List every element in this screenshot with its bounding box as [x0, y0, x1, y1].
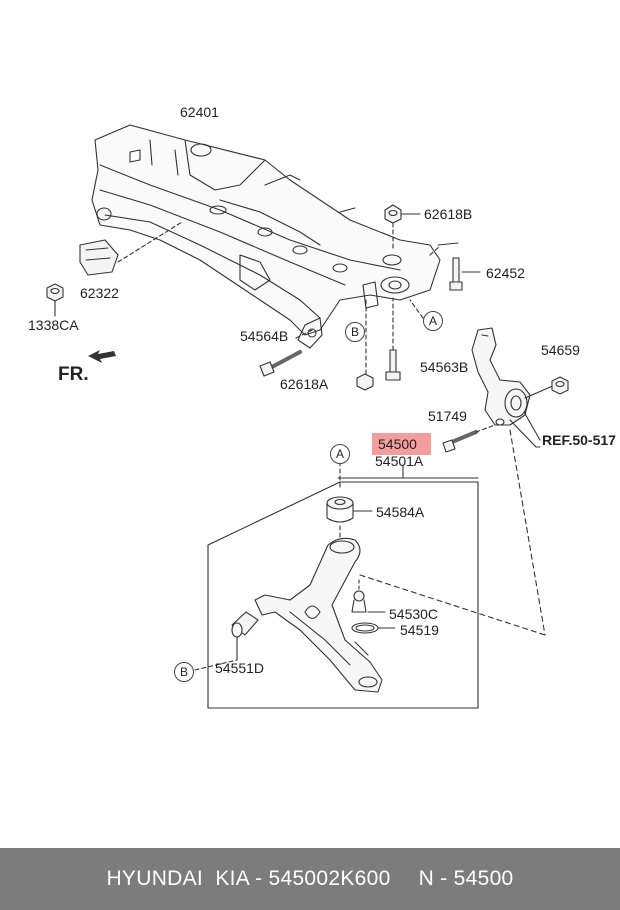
marker-a-bottom: A [330, 444, 350, 464]
label-54530C: 54530C [389, 606, 439, 622]
label-54564B: 54564B [240, 328, 289, 344]
bolt-62452 [429, 242, 481, 291]
nut-1338CA [46, 283, 64, 317]
subframe-62401 [91, 124, 441, 349]
marker-b-top: B [345, 322, 365, 342]
label-62452: 62452 [486, 265, 525, 281]
marker-a-top: A [423, 311, 443, 331]
nut-62618B [384, 204, 421, 251]
steering-knuckle [471, 327, 556, 426]
parts-diagram [46, 124, 569, 709]
fr-arrow [88, 350, 116, 363]
label-51749: 51749 [428, 408, 467, 424]
marker-b-bottom: B [174, 662, 194, 682]
label-62618B: 62618B [424, 206, 473, 222]
direction-label: FR. [58, 364, 89, 385]
nut-54659 [551, 376, 569, 395]
bolt-51749 [442, 424, 496, 453]
label-62618A: 62618A [280, 376, 329, 392]
ref-label: REF.50-517 [542, 432, 616, 448]
bolt-54564B [259, 329, 313, 377]
label-62401: 62401 [180, 104, 219, 120]
label-54563B: 54563B [420, 359, 469, 375]
footer-bar: HYUNDAI KIA - 545002K600 N - 54500 [0, 848, 620, 910]
arm-assembly-box [207, 481, 479, 709]
label-54501A: 54501A [375, 453, 424, 469]
footer-part-number: HYUNDAI KIA - 545002K600 [106, 867, 391, 890]
label-1338CA: 1338CA [28, 317, 79, 333]
bushing-54551D [194, 611, 259, 671]
highlight-54500 [372, 433, 431, 455]
label-62322: 62322 [80, 285, 119, 301]
ring-54519 [351, 622, 396, 634]
label-54519: 54519 [400, 622, 439, 638]
label-54584A: 54584A [376, 504, 425, 520]
nut-62618A [356, 299, 374, 391]
label-54551D: 54551D [215, 660, 265, 676]
label-54659: 54659 [541, 342, 580, 358]
mount-62322 [79, 221, 183, 276]
bushing-54584A [326, 496, 373, 541]
lower-control-arm [254, 537, 383, 693]
footer-short-number: N - 54500 [418, 867, 514, 890]
label-54500: 54500 [378, 436, 417, 452]
bolt-54563B [385, 297, 401, 381]
ball-joint-54530C [351, 579, 386, 613]
